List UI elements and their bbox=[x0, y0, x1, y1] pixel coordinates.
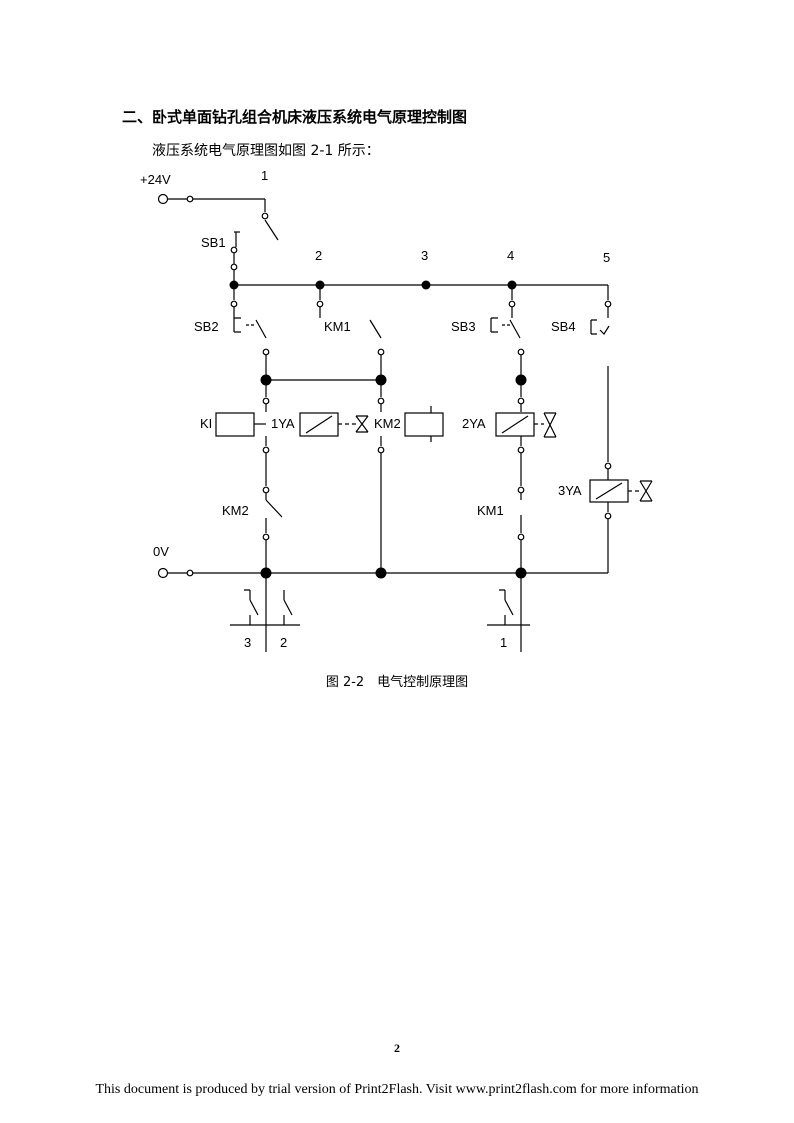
km1-top-contact bbox=[369, 319, 382, 339]
sb1-switch bbox=[264, 219, 279, 241]
km1-top-label: KM1 bbox=[324, 319, 351, 334]
km2-coil bbox=[404, 412, 444, 437]
km1-coil bbox=[215, 412, 255, 437]
wiring bbox=[157, 193, 653, 652]
sb4-switch bbox=[599, 325, 610, 335]
bottom-number-2: 2 bbox=[280, 635, 287, 650]
column-number-1: 1 bbox=[261, 168, 268, 183]
sb3-switch bbox=[509, 319, 521, 339]
trial-footer: This document is produced by trial versi… bbox=[95, 1082, 699, 1097]
ground-terminal bbox=[157, 567, 169, 579]
2ya-label: 2YA bbox=[462, 416, 486, 431]
1ya-label: 1YA bbox=[271, 416, 295, 431]
km2-coil-label: KM2 bbox=[374, 416, 401, 431]
terminal-node bbox=[186, 195, 194, 203]
page-number: 2 bbox=[394, 1041, 400, 1055]
column-number-5: 5 bbox=[603, 250, 610, 265]
column-number-3: 3 bbox=[421, 248, 428, 263]
column-number-2: 2 bbox=[315, 248, 322, 263]
supply-label: +24V bbox=[140, 172, 171, 187]
sb1-label: SB1 bbox=[201, 235, 226, 250]
ground-label: 0V bbox=[153, 544, 169, 559]
km1-bottom-label: KM1 bbox=[477, 503, 504, 518]
bottom-number-1: 1 bbox=[500, 635, 507, 650]
km2-bottom-label: KM2 bbox=[222, 503, 249, 518]
km2-bottom-contact bbox=[265, 499, 283, 518]
bottom-number-3: 3 bbox=[244, 635, 251, 650]
circuit-diagram: +24V 0V 1 2 3 4 5 SB1 SB2 KM1 SB3 SB4 KI… bbox=[140, 168, 653, 652]
supply-terminal bbox=[157, 193, 169, 205]
km1-coil-label: KI bbox=[200, 416, 212, 431]
bottom-switch-1 bbox=[499, 589, 514, 625]
sb2-switch bbox=[255, 319, 267, 339]
sb2-label: SB2 bbox=[194, 319, 219, 334]
bottom-switch-2 bbox=[283, 590, 293, 625]
section-heading: 二、卧式单面钻孔组合机床液压系统电气原理控制图 bbox=[122, 108, 468, 126]
intro-text: 液压系统电气原理图如图 2-1 所示： bbox=[152, 143, 380, 159]
sb3-label: SB3 bbox=[451, 319, 476, 334]
3ya-label: 3YA bbox=[558, 483, 582, 498]
column-number-4: 4 bbox=[507, 248, 514, 263]
junction-dots bbox=[229, 280, 527, 579]
sb4-label: SB4 bbox=[551, 319, 576, 334]
figure-caption: 图 2-2 电气控制原理图 bbox=[325, 675, 469, 690]
bottom-switch-3 bbox=[244, 589, 259, 625]
